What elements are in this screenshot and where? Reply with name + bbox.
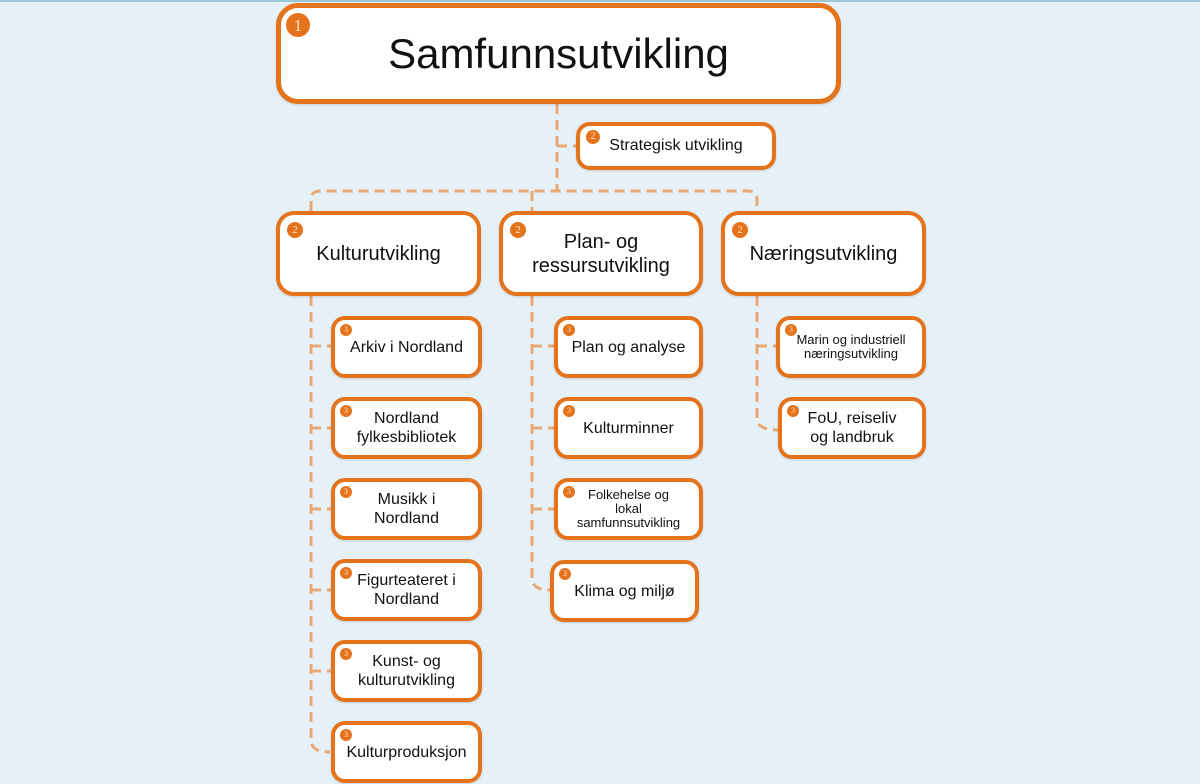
node-kunst-og-kulturutvikling[interactable]: 3 Kunst- og kulturutvikling [331, 640, 482, 702]
node-marin-og-industriell-naeringsutvikling[interactable]: 3 Marin og industriell næringsutvikling [776, 316, 926, 378]
node-label: Samfunnsutvikling [388, 29, 729, 77]
node-naeringsutvikling[interactable]: 2 Næringsutvikling [721, 211, 926, 296]
node-label: Marin og industriell næringsutvikling [796, 332, 906, 361]
level-badge: 3 [340, 405, 352, 417]
node-klima-og-miljo[interactable]: 3 Klima og miljø [550, 560, 699, 622]
node-label: Kulturproduksjon [346, 743, 467, 761]
node-label: Nordland fylkesbibliotek [356, 410, 457, 446]
level-badge: 3 [563, 324, 575, 336]
node-figurteateret-i-nordland[interactable]: 3 Figurteateret i Nordland [331, 559, 482, 621]
node-label: Kunst- og kulturutvikling [358, 653, 455, 689]
level-badge: 3 [340, 648, 352, 660]
level-badge: 3 [340, 486, 352, 498]
node-label: Klima og miljø [574, 582, 675, 600]
node-folkehelse-og-lokal-samfunnsutvikling[interactable]: 3 Folkehelse og lokal samfunnsutvikling [554, 478, 703, 540]
node-kulturminner[interactable]: 3 Kulturminner [554, 397, 703, 459]
node-label: Arkiv i Nordland [350, 338, 463, 356]
node-kulturutvikling[interactable]: 2 Kulturutvikling [276, 211, 481, 296]
node-nordland-fylkesbibliotek[interactable]: 3 Nordland fylkesbibliotek [331, 397, 482, 459]
level-badge: 3 [787, 405, 799, 417]
level-badge: 2 [586, 130, 600, 144]
node-label: Figurteateret i Nordland [357, 572, 456, 608]
node-samfunnsutvikling[interactable]: 1 Samfunnsutvikling [276, 3, 841, 104]
level-badge: 3 [559, 568, 571, 580]
level-badge: 2 [732, 222, 748, 238]
connector-naering-spine [755, 296, 779, 432]
level-badge: 3 [785, 324, 797, 336]
node-arkiv-i-nordland[interactable]: 3 Arkiv i Nordland [331, 316, 482, 378]
node-label: FoU, reiseliv og landbruk [807, 410, 897, 446]
node-label: Kulturminner [583, 419, 674, 437]
node-label: Strategisk utvikling [609, 137, 743, 154]
node-strategisk-utvikling[interactable]: 2 Strategisk utvikling [576, 122, 776, 170]
window-top-border [0, 0, 1200, 2]
level-badge: 1 [286, 13, 310, 37]
level-badge: 3 [563, 486, 575, 498]
connector-plan-spine [530, 296, 551, 592]
level-badge: 3 [340, 729, 352, 741]
node-label: Plan og analyse [571, 338, 686, 356]
connector-dept-bus [309, 189, 759, 211]
node-label: Folkehelse og lokal samfunnsutvikling [576, 487, 681, 530]
level-badge: 3 [563, 405, 575, 417]
node-musikk-i-nordland[interactable]: 3 Musikk i Nordland [331, 478, 482, 540]
node-label: Næringsutvikling [749, 242, 898, 265]
level-badge: 2 [510, 222, 526, 238]
level-badge: 2 [287, 222, 303, 238]
node-label: Plan- og ressursutvikling [532, 230, 670, 277]
node-fou-reiseliv-og-landbruk[interactable]: 3 FoU, reiseliv og landbruk [778, 397, 926, 459]
node-label: Musikk i Nordland [374, 491, 439, 527]
node-plan-og-analyse[interactable]: 3 Plan og analyse [554, 316, 703, 378]
level-badge: 3 [340, 324, 352, 336]
node-kulturproduksjon[interactable]: 3 Kulturproduksjon [331, 721, 482, 783]
level-badge: 3 [340, 567, 352, 579]
connector-kultur-spine [309, 296, 331, 754]
node-label: Kulturutvikling [316, 242, 441, 265]
node-plan-og-ressursutvikling[interactable]: 2 Plan- og ressursutvikling [499, 211, 703, 296]
